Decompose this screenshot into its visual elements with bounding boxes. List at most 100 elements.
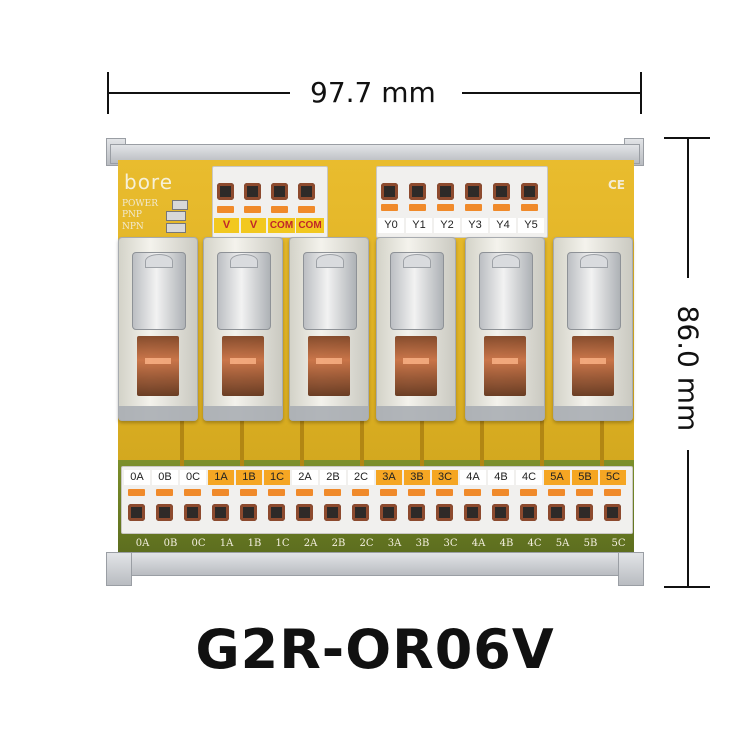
relay-contact xyxy=(484,336,526,396)
terminal-hole[interactable] xyxy=(492,504,509,521)
terminal-hole[interactable] xyxy=(521,183,538,200)
terminal-label-com: COM xyxy=(268,218,295,233)
silk-label-2a: 2A xyxy=(303,538,318,549)
terminal-hole[interactable] xyxy=(268,504,285,521)
terminal-hole[interactable] xyxy=(576,504,593,521)
pcb-trace xyxy=(540,420,544,470)
npn-led xyxy=(166,223,186,233)
terminal-hole[interactable] xyxy=(156,504,173,521)
terminal-lever[interactable] xyxy=(296,489,313,496)
pcb-trace xyxy=(240,420,244,470)
terminal-lever[interactable] xyxy=(409,204,426,211)
relay-cap xyxy=(492,254,520,268)
terminal-hole[interactable] xyxy=(217,183,234,200)
terminal-lever[interactable] xyxy=(521,204,538,211)
relay-base xyxy=(290,406,368,420)
terminal-hole[interactable] xyxy=(520,504,537,521)
terminal-lever[interactable] xyxy=(380,489,397,496)
pcb-trace xyxy=(420,420,424,470)
relay-base xyxy=(377,406,455,420)
silk-label-3c: 3C xyxy=(443,538,458,549)
terminal-lever[interactable] xyxy=(184,489,201,496)
relay-cap xyxy=(145,254,173,268)
terminal-hole[interactable] xyxy=(324,504,341,521)
height-dimension-line-bottom xyxy=(687,450,689,587)
terminal-lever[interactable] xyxy=(352,489,369,496)
terminal-lever[interactable] xyxy=(408,489,425,496)
relay-5 xyxy=(553,237,633,421)
width-dimension-label: 97.7 mm xyxy=(310,76,436,109)
terminal-hole[interactable] xyxy=(409,183,426,200)
terminal-hole[interactable] xyxy=(465,183,482,200)
terminal-label-y2: Y2 xyxy=(434,218,460,233)
terminal-label-1b: 1B xyxy=(236,470,262,485)
silk-label-4b: 4B xyxy=(499,538,514,549)
terminal-hole[interactable] xyxy=(128,504,145,521)
silk-label-4a: 4A xyxy=(471,538,486,549)
terminal-hole[interactable] xyxy=(240,504,257,521)
silk-label-5c: 5C xyxy=(611,538,626,549)
terminal-lever[interactable] xyxy=(217,206,234,213)
terminal-lever[interactable] xyxy=(298,206,315,213)
terminal-lever[interactable] xyxy=(520,489,537,496)
terminal-hole[interactable] xyxy=(212,504,229,521)
terminal-lever[interactable] xyxy=(212,489,229,496)
terminal-hole[interactable] xyxy=(408,504,425,521)
terminal-hole[interactable] xyxy=(296,504,313,521)
terminal-lever[interactable] xyxy=(244,206,261,213)
relay-1 xyxy=(203,237,283,421)
relay-0 xyxy=(118,237,198,421)
terminal-lever[interactable] xyxy=(324,489,341,496)
terminal-lever[interactable] xyxy=(464,489,481,496)
terminal-hole[interactable] xyxy=(244,183,261,200)
terminal-lever[interactable] xyxy=(492,489,509,496)
terminal-label-y3: Y3 xyxy=(462,218,488,233)
terminal-lever[interactable] xyxy=(604,489,621,496)
terminal-label-v: V xyxy=(214,218,239,233)
indicator-pnp: PNP xyxy=(122,210,142,220)
terminal-label-1a: 1A xyxy=(208,470,234,485)
terminal-label-y4: Y4 xyxy=(490,218,516,233)
terminal-lever[interactable] xyxy=(465,204,482,211)
terminal-lever[interactable] xyxy=(548,489,565,496)
terminal-hole[interactable] xyxy=(604,504,621,521)
pnp-led xyxy=(166,211,186,221)
terminal-label-2b: 2B xyxy=(320,470,346,485)
terminal-lever[interactable] xyxy=(268,489,285,496)
terminal-lever[interactable] xyxy=(156,489,173,496)
terminal-lever[interactable] xyxy=(381,204,398,211)
power-led xyxy=(172,200,188,210)
terminal-label-y1: Y1 xyxy=(406,218,432,233)
pcb-trace xyxy=(480,420,484,470)
terminal-hole[interactable] xyxy=(381,183,398,200)
terminal-lever[interactable] xyxy=(576,489,593,496)
pcb-trace xyxy=(300,420,304,470)
terminal-hole[interactable] xyxy=(298,183,315,200)
terminal-hole[interactable] xyxy=(437,183,454,200)
terminal-hole[interactable] xyxy=(464,504,481,521)
relay-cap xyxy=(403,254,431,268)
terminal-hole[interactable] xyxy=(436,504,453,521)
terminal-label-4a: 4A xyxy=(460,470,486,485)
silk-label-3a: 3A xyxy=(387,538,402,549)
terminal-lever[interactable] xyxy=(437,204,454,211)
terminal-label-y0: Y0 xyxy=(378,218,404,233)
terminal-label-y5: Y5 xyxy=(518,218,544,233)
height-dimension-label: 86.0 mm xyxy=(671,305,705,432)
terminal-lever[interactable] xyxy=(240,489,257,496)
terminal-hole[interactable] xyxy=(548,504,565,521)
terminal-hole[interactable] xyxy=(493,183,510,200)
terminal-lever[interactable] xyxy=(493,204,510,211)
terminal-lever[interactable] xyxy=(128,489,145,496)
terminal-lever[interactable] xyxy=(271,206,288,213)
terminal-hole[interactable] xyxy=(352,504,369,521)
relay-contact xyxy=(572,336,614,396)
terminal-hole[interactable] xyxy=(271,183,288,200)
terminal-hole[interactable] xyxy=(380,504,397,521)
terminal-label-4c: 4C xyxy=(516,470,542,485)
terminal-lever[interactable] xyxy=(436,489,453,496)
relay-base xyxy=(554,406,632,420)
terminal-label-1c: 1C xyxy=(264,470,290,485)
silk-label-0b: 0B xyxy=(163,538,178,549)
terminal-hole[interactable] xyxy=(184,504,201,521)
